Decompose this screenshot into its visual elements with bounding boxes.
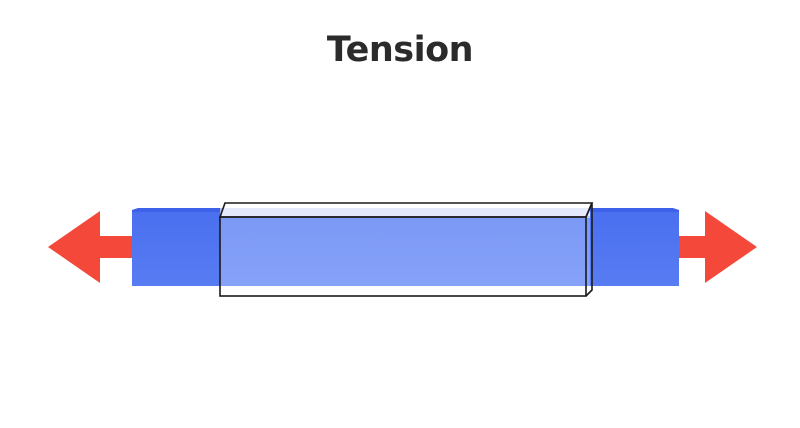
page-title: Tension: [326, 30, 474, 70]
bar-middle-section: [220, 208, 590, 286]
arrow-left-icon: [48, 211, 133, 283]
bar-outline: [218, 202, 594, 297]
bar-right-end: [590, 208, 679, 286]
arrow-right-icon: [676, 211, 757, 283]
bar-left-end: [132, 208, 222, 286]
